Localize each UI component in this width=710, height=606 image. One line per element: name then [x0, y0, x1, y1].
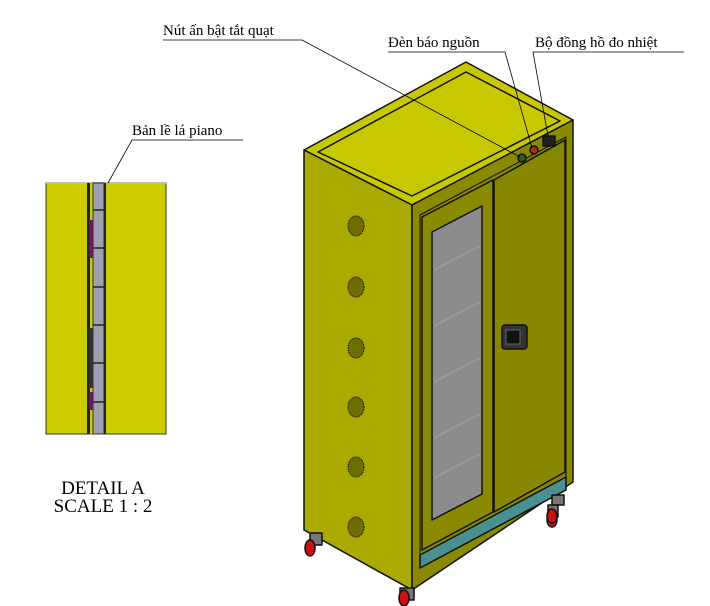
right-door [493, 139, 566, 513]
cabinet-base [419, 476, 567, 569]
cabinet [303, 61, 574, 606]
hinge-knuckles [93, 209, 104, 403]
callout-thermometer: Bộ đồng hồ đo nhiệt [535, 35, 658, 51]
side-vents [347, 215, 365, 538]
leader-lines [107, 39, 684, 184]
caster-right [546, 494, 565, 524]
detail-a-view [45, 182, 167, 435]
caster-front [398, 587, 415, 606]
thermometer-icon [542, 135, 556, 147]
fan-button-icon [517, 153, 527, 163]
window-shelves [433, 245, 481, 479]
callout-piano-hinge: Bản lề lá piano [132, 123, 222, 139]
power-light-icon [529, 145, 539, 155]
caster-left [304, 532, 323, 557]
detail-title: DETAIL A [61, 478, 145, 499]
door-window [431, 205, 483, 521]
callout-power-light: Đèn báo nguồn [388, 35, 480, 51]
detail-scale: SCALE 1 : 2 [54, 496, 153, 517]
callout-fan-button: Nút ấn bật tắt quạt [163, 23, 275, 39]
door-handle [501, 324, 528, 350]
